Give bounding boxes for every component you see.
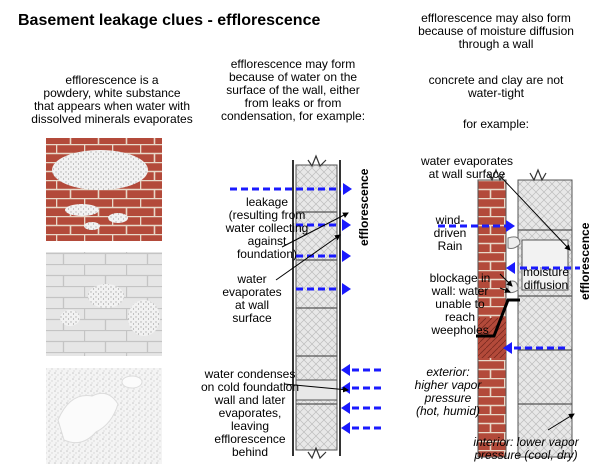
rain-label: wind- driven Rain	[430, 214, 470, 253]
exterior-label: exterior: higher vapor pressure (hot, hu…	[410, 366, 486, 418]
wall-evap-label: water evaporates at wall surface	[414, 155, 520, 181]
leakage-line: (resulting from	[228, 208, 306, 222]
middle-pointer-lines	[275, 212, 349, 393]
weephole-arrow	[503, 342, 566, 354]
condenses-line: evaporates, leaving	[218, 406, 282, 433]
photo-brick-efflorescence	[46, 138, 162, 241]
leakage-line: water collecting	[225, 221, 309, 235]
col1-description: efflorescence is a powdery, white substa…	[22, 74, 202, 126]
col3-intro-line: efflorescence may also form	[421, 11, 571, 25]
condenses-label: water condenses on cold foundation wall …	[198, 368, 302, 459]
photo-concrete-efflorescence	[46, 368, 162, 464]
leakage-line: leakage	[245, 195, 289, 209]
col2-intro-line: from leaks or from	[244, 96, 342, 110]
blockage-line: reach	[444, 310, 476, 324]
right-block-wall	[517, 168, 573, 458]
col3-note-line: concrete and clay are not	[428, 73, 564, 87]
col1-line: powdery, white substance	[43, 86, 181, 100]
condenses-line: on cold foundation	[200, 380, 300, 394]
leakage-arrowheads	[342, 183, 352, 295]
middle-efflorescence-label: efflorescence	[357, 168, 371, 246]
condenses-line: water condenses	[204, 367, 296, 381]
condenses-line: efflorescence	[214, 432, 286, 446]
col3-note-line: water-tight	[467, 86, 525, 100]
interior-line: interior: lower vapor	[473, 435, 579, 449]
col1-line: efflorescence is a	[65, 73, 159, 87]
col2-intro-line: condensation, for example:	[220, 109, 366, 123]
condenses-line: wall and later	[214, 393, 286, 407]
col2-intro-line: surface of the wall, either	[226, 83, 360, 97]
flashing-blockage	[476, 298, 520, 338]
rain-line: wind-	[435, 213, 465, 227]
blockage-line: weepholes	[431, 323, 489, 337]
col1-line: that appears when water with	[33, 99, 191, 113]
rain-line: driven	[433, 226, 467, 240]
evaporates-line: water	[237, 272, 267, 286]
interior-line: pressure (cool, dry)	[474, 448, 578, 462]
col3-intro-line: because of moisture diffusion	[418, 24, 574, 38]
condenses-line: behind	[231, 445, 269, 459]
middle-foundation-wall	[292, 154, 341, 460]
condensation-arrows	[352, 368, 384, 430]
condensation-arrowheads	[341, 364, 350, 434]
moisture-label: moisture diffusion	[520, 266, 572, 292]
rain-arrow	[438, 220, 515, 232]
exterior-line: pressure	[424, 391, 472, 405]
blockage-line: wall: water	[431, 284, 489, 298]
exterior-line: (hot, humid)	[415, 404, 481, 418]
col2-intro: efflorescence may form because of water …	[208, 58, 378, 123]
evaporates-label: water evaporates at wall surface	[222, 273, 282, 325]
evaporates-line: surface	[232, 311, 272, 325]
col2-intro-line: efflorescence may form	[230, 57, 356, 71]
leakage-line: foundation)	[236, 247, 298, 261]
evaporates-line: at wall	[234, 298, 269, 312]
col1-line: dissolved minerals evaporates	[31, 112, 193, 126]
blockage-label: blockage in wall: water unable to reach …	[420, 272, 500, 337]
wall-evap-line: water evaporates	[420, 154, 514, 168]
leakage-line: against	[247, 234, 287, 248]
right-pointer-lines	[499, 175, 575, 431]
moisture-line: moisture	[522, 265, 569, 279]
evaporates-line: evaporates	[222, 285, 282, 299]
exterior-line: higher vapor	[414, 378, 482, 392]
diffusion-arrow	[506, 262, 580, 274]
interior-label: interior: lower vapor pressure (cool, dr…	[458, 436, 594, 462]
wall-evap-line: at wall surface	[428, 167, 506, 181]
moisture-line: diffusion	[523, 278, 569, 292]
col3-forexample: for example:	[462, 117, 530, 131]
right-efflorescence-label: efflorescence	[578, 222, 592, 300]
blockage-line: blockage in	[429, 271, 491, 285]
blockage-line: unable to	[435, 297, 485, 311]
col3-intro: efflorescence may also form because of m…	[398, 12, 594, 51]
exterior-line: exterior:	[426, 365, 470, 379]
col3-intro-line: through a wall	[458, 37, 534, 51]
col2-intro-line: because of water on the	[228, 70, 358, 84]
rain-line: Rain	[437, 239, 463, 253]
col3-note: concrete and clay are not water-tight	[398, 74, 594, 100]
page-title: Basement leakage clues - efflorescence	[18, 12, 321, 29]
photo-block-efflorescence	[46, 252, 162, 356]
leakage-arrows	[230, 187, 341, 291]
leakage-label: leakage (resulting from water collecting…	[222, 196, 312, 261]
